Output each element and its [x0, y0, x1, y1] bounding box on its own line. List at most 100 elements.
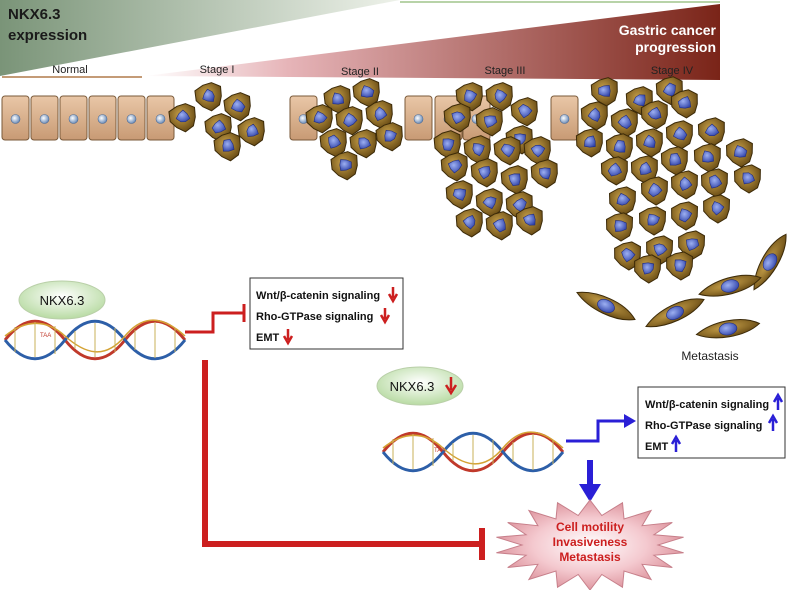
tumor-cell — [237, 117, 265, 147]
cancer-dna-helix — [381, 431, 565, 473]
tumor-cell — [352, 78, 380, 108]
tumor-cell — [213, 132, 241, 162]
tumor-cell — [375, 122, 403, 152]
spindle-cell — [753, 233, 787, 291]
stage-label-3: Stage III — [485, 65, 526, 77]
tumor-cell — [523, 136, 551, 166]
down-arrow-icon — [282, 329, 294, 346]
normal-gene-badge — [18, 280, 106, 320]
cancer-item-rho: Rho-GTPase signaling — [645, 420, 762, 432]
metastasis-label: Metastasis — [681, 349, 738, 363]
expression-wedge — [0, 0, 400, 76]
cancer-dna-tag: TAA — [434, 448, 445, 454]
cancer-gene-badge — [376, 366, 464, 406]
tumor-cell — [610, 108, 638, 138]
inhibition-line-to-outcome — [202, 360, 485, 560]
down-arrow-icon — [387, 287, 399, 304]
tumor-cell — [670, 89, 698, 119]
tumor-cell — [168, 103, 196, 133]
epithelial-cell — [59, 95, 88, 141]
epithelial-cell — [550, 95, 579, 141]
tumor-cell — [605, 133, 633, 163]
tumor-cell — [634, 254, 662, 284]
outcome-line3: Metastasis — [559, 550, 621, 564]
normal-dna-helix — [3, 319, 187, 361]
normal-item-rho: Rho-GTPase signaling — [256, 311, 373, 323]
normal-item-emt: EMT — [256, 332, 280, 344]
tumor-cell — [493, 136, 521, 166]
tumor-cell — [305, 104, 333, 134]
tumor-cell — [703, 194, 731, 224]
normal-gene-label: NKX6.3 — [40, 293, 85, 308]
epithelial-cell — [30, 95, 59, 141]
cancer-item-wnt: Wnt/β-catenin signaling — [645, 399, 769, 411]
progression-wedge — [145, 1, 720, 80]
tumor-cell — [500, 165, 528, 195]
tumor-cell — [433, 130, 461, 160]
tumor-cell — [640, 100, 668, 130]
tumor-cell — [330, 151, 358, 181]
tumor-cell — [614, 241, 642, 271]
epithelial-cell — [146, 95, 175, 141]
tumor-cell — [365, 100, 393, 130]
cancer-signaling-box: Wnt/β-catenin signaling Rho-GTPase signa… — [637, 386, 786, 459]
down-arrow-icon — [444, 377, 458, 396]
tumor-cell — [638, 206, 667, 236]
tumor-cell — [733, 164, 761, 194]
tumor-cell — [630, 155, 658, 185]
stage-label-4: Stage IV — [651, 65, 694, 77]
tumor-cell — [660, 146, 688, 176]
spindle-cell — [695, 319, 761, 339]
stage-label-2: Stage II — [341, 66, 379, 78]
tumor-cell — [463, 135, 491, 165]
tumor-cell — [530, 159, 558, 189]
tumor-cell — [510, 97, 538, 127]
tumor-cell — [580, 101, 608, 131]
tumor-cell — [515, 206, 543, 236]
metastatic-cells — [576, 233, 787, 339]
tumor-cell — [600, 156, 628, 186]
down-arrow-icon — [379, 308, 391, 325]
outcome-line2: Invasiveness — [553, 535, 628, 549]
tumor-cell — [671, 201, 699, 231]
spindle-cell — [698, 274, 762, 297]
tumor-cell — [440, 152, 468, 182]
tumor-cell — [670, 170, 698, 200]
up-arrow-icon — [767, 413, 779, 431]
cancer-gene-label: NKX6.3 — [390, 379, 435, 394]
tumor-cell — [640, 176, 668, 206]
tumor-cell — [475, 107, 503, 137]
stage-label-normal: Normal — [52, 64, 87, 76]
tumor-cell — [666, 251, 694, 281]
tumor-cell — [470, 158, 498, 188]
activation-arrowhead — [624, 414, 636, 428]
outcome-starburst — [496, 499, 684, 590]
tumor-cell — [349, 129, 377, 159]
cancer-item-emt: EMT — [645, 441, 669, 453]
up-arrow-icon — [772, 392, 784, 410]
tumor-cell-clusters — [168, 76, 761, 284]
tumor-cell — [605, 212, 634, 242]
epithelial-cell — [117, 95, 146, 141]
epithelial-cell — [1, 95, 30, 141]
tumor-cell — [223, 92, 251, 122]
tumor-cell — [485, 211, 513, 241]
tumor-cell — [700, 168, 728, 198]
expression-label-line1: NKX6.3 — [8, 6, 61, 23]
epithelial-cell — [404, 95, 433, 141]
tumor-cell — [319, 128, 347, 158]
tumor-cell — [445, 180, 473, 210]
normal-item-wnt: Wnt/β-catenin signaling — [256, 290, 380, 302]
tumor-cell — [608, 186, 636, 216]
epithelial-cell — [88, 95, 117, 141]
tumor-cell — [443, 103, 471, 133]
progression-label-line2: progression — [635, 39, 716, 55]
down-to-outcome-arrow — [579, 460, 601, 502]
expression-label-line2: expression — [8, 27, 87, 44]
tumor-cell — [194, 82, 222, 112]
tumor-cell — [575, 128, 603, 158]
tumor-cell — [635, 128, 663, 158]
tumor-cell — [725, 138, 753, 168]
outcome-line1: Cell motility — [556, 520, 624, 534]
